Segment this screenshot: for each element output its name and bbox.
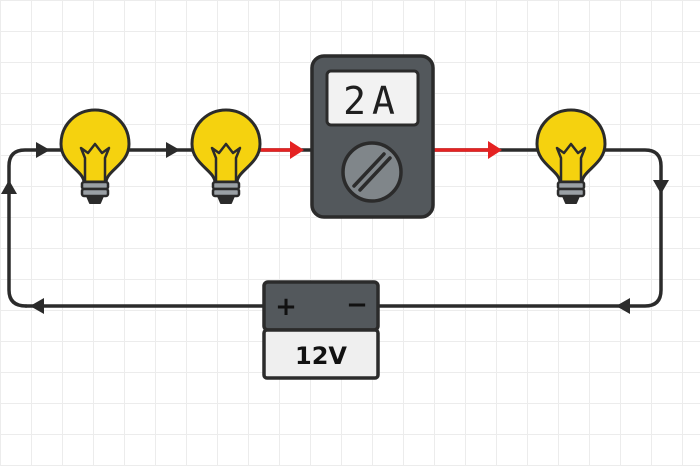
ammeter-display (325, 69, 420, 127)
battery: + − 12V (262, 280, 380, 380)
arrow-top-left (36, 142, 50, 158)
battery-positive-terminal: + (275, 292, 297, 322)
bulb-icon (59, 108, 131, 205)
wire-left (7, 148, 64, 308)
battery-voltage-label: 12V (295, 342, 347, 370)
arrow-bottom-right (616, 298, 630, 314)
arrow-right-down (653, 180, 669, 194)
ammeter: 2A (310, 54, 435, 219)
bulb-3 (535, 108, 607, 205)
ammeter-reading: 2A (343, 79, 401, 123)
bulb-2 (190, 108, 262, 205)
bulb-icon (535, 108, 607, 205)
arrow-between-bulbs (166, 142, 180, 158)
arrow-bottom-left (30, 298, 44, 314)
wire-right (376, 148, 663, 308)
battery-label-section (262, 328, 380, 380)
ammeter-dial (341, 141, 403, 203)
current-direction-arrows (1, 141, 669, 314)
bulb-1 (59, 108, 131, 205)
arrow-left-up (1, 180, 17, 194)
bulb-icon (190, 108, 262, 205)
arrow-out-of-ammeter (488, 141, 502, 159)
battery-negative-terminal: − (346, 290, 368, 320)
arrow-into-ammeter (290, 141, 304, 159)
